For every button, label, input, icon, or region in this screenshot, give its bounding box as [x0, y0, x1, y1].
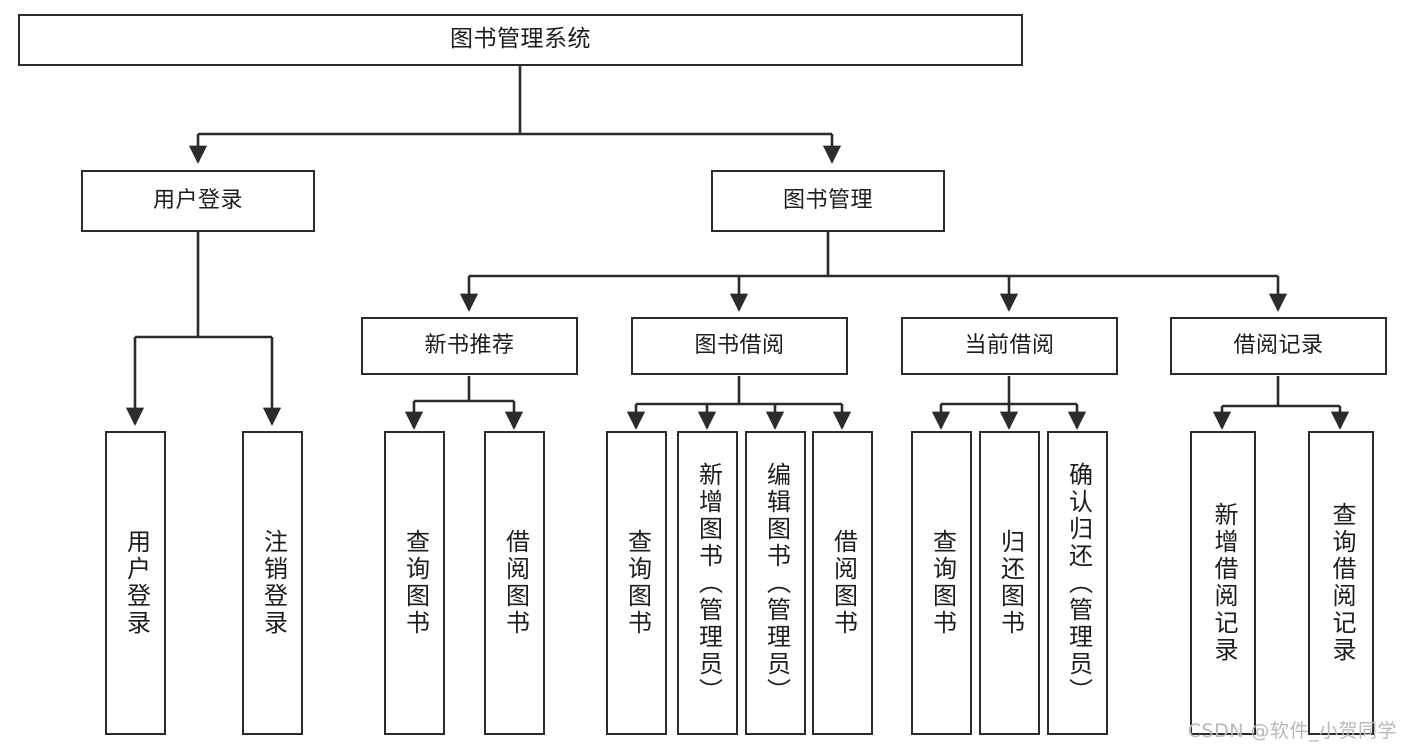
node-label: 查询图书 [928, 529, 957, 637]
node-label: 借阅记录 [1233, 333, 1324, 359]
leaf-new-book-borrow[interactable]: 借阅图书 [484, 431, 545, 735]
leaf-records-add-record[interactable]: 新增借阅记录 [1190, 431, 1256, 735]
leaf-current-return-book[interactable]: 归还图书 [979, 431, 1040, 735]
node-new-book-recommend[interactable]: 新书推荐 [361, 317, 578, 375]
leaf-user-login-logout[interactable]: 注销登录 [242, 431, 303, 735]
node-label: 新书推荐 [424, 333, 515, 359]
node-book-borrow[interactable]: 图书借阅 [631, 317, 848, 375]
node-label: 借阅图书 [829, 529, 858, 637]
node-user-login[interactable]: 用户登录 [81, 170, 315, 232]
leaf-user-login-login[interactable]: 用户登录 [105, 431, 166, 735]
node-label: 查询借阅记录 [1327, 502, 1356, 664]
node-label: 查询图书 [401, 529, 430, 637]
node-book-management[interactable]: 图书管理 [711, 170, 945, 232]
leaf-current-confirm-return-admin[interactable]: 确认归还（管理员） [1047, 431, 1108, 735]
leaf-new-book-query[interactable]: 查询图书 [384, 431, 445, 735]
leaf-current-query-book[interactable]: 查询图书 [911, 431, 972, 735]
leaf-borrow-query-book[interactable]: 查询图书 [606, 431, 667, 735]
node-label: 注销登录 [259, 529, 288, 637]
node-borrow-records[interactable]: 借阅记录 [1170, 317, 1387, 375]
node-label: 编辑图书（管理员） [762, 461, 791, 705]
node-label: 当前借阅 [964, 333, 1055, 359]
node-label: 用户登录 [152, 188, 243, 214]
node-label: 用户登录 [122, 529, 151, 637]
csdn-watermark: CSDN @软件_小贺同学 [1187, 720, 1397, 742]
node-label: 新增借阅记录 [1209, 502, 1238, 664]
node-label: 图书管理 [782, 188, 873, 214]
node-label: 借阅图书 [501, 529, 530, 637]
node-label: 归还图书 [996, 529, 1025, 637]
node-root-system[interactable]: 图书管理系统 [18, 14, 1023, 66]
leaf-borrow-add-book-admin[interactable]: 新增图书（管理员） [677, 431, 738, 735]
leaf-borrow-edit-book-admin[interactable]: 编辑图书（管理员） [745, 431, 806, 735]
node-label: 新增图书（管理员） [694, 461, 723, 705]
node-label: 查询图书 [623, 529, 652, 637]
leaf-borrow-borrow-book[interactable]: 借阅图书 [812, 431, 873, 735]
node-label: 确认归还（管理员） [1064, 461, 1093, 705]
node-current-borrow[interactable]: 当前借阅 [901, 317, 1118, 375]
node-label: 图书管理系统 [450, 26, 591, 53]
node-label: 图书借阅 [694, 333, 785, 359]
leaf-records-query-record[interactable]: 查询借阅记录 [1308, 431, 1374, 735]
